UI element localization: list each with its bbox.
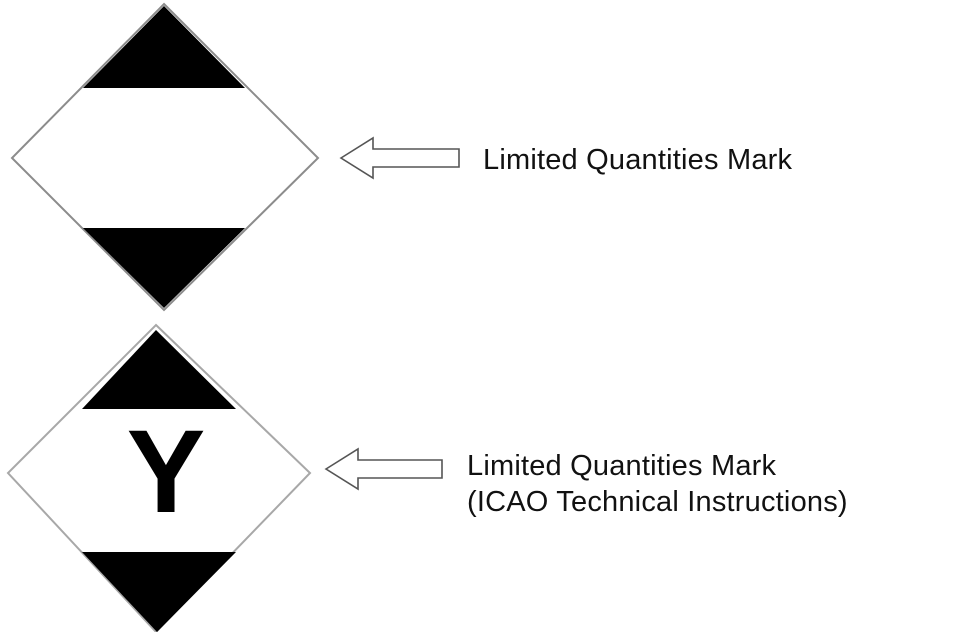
y-mark-label: Limited Quantities Mark (ICAO Technical … [467,448,848,520]
y-symbol: Y [126,406,206,538]
mark-bottom-triangle [83,228,245,308]
arrow-left-icon [339,136,460,180]
arrow-left-icon [324,447,443,491]
y-mark-label-line-2: (ICAO Technical Instructions) [467,486,848,518]
y-mark-bottom-triangle [82,552,236,632]
y-mark-label-line-1: Limited Quantities Mark [467,450,777,482]
mark-label: Limited Quantities Mark [483,142,792,178]
mark-label-line: Limited Quantities Mark [483,144,793,176]
limited-quantities-y-mark [6,323,312,632]
mark-top-triangle [83,6,245,88]
limited-quantities-mark [10,2,320,312]
y-mark-top-triangle [82,330,236,409]
y-mark-outline [6,323,312,632]
mark-outline [10,2,320,312]
